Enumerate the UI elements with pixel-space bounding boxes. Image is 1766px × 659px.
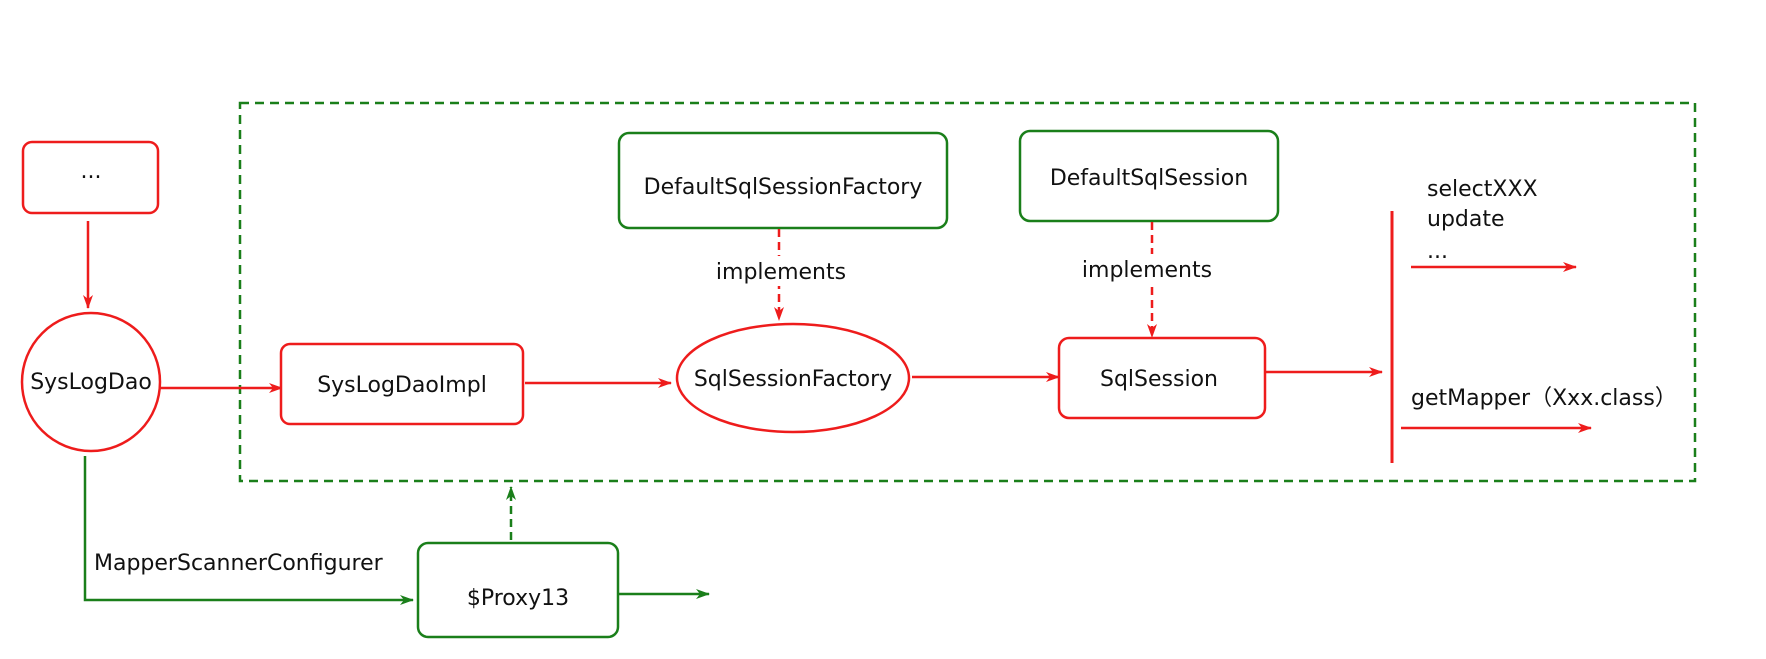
arrow-mapper-scanner xyxy=(83,456,414,605)
syslogdaoimpl-node xyxy=(279,342,525,426)
method-select: selectXXX xyxy=(1427,177,1538,202)
syslogdao-node xyxy=(20,311,162,453)
implements-factory-label: implements xyxy=(716,260,846,285)
syslogdao-label: SysLogDao xyxy=(30,370,152,395)
sqlsessionfactory-node xyxy=(675,322,911,434)
ellipsis-box-label: ... xyxy=(81,159,102,184)
mapper-scanner-label: MapperScannerConfigurer xyxy=(94,551,384,576)
ellipsis-box xyxy=(21,140,160,215)
implements-session-label-bg xyxy=(1075,254,1225,284)
defaultsqlsession-label: DefaultSqlSession xyxy=(1050,166,1248,191)
proxy-scope-container xyxy=(238,101,1697,483)
syslogdaoimpl-label: SysLogDaoImpl xyxy=(317,373,487,398)
defaultsqlsession-node xyxy=(1018,129,1280,223)
sqlsession-node xyxy=(1057,336,1267,420)
method-get-mapper: getMapper（Xxx.class） xyxy=(1411,386,1677,411)
defaultsqlsessionfactory-node xyxy=(617,131,949,230)
proxy13-label: $Proxy13 xyxy=(467,586,569,611)
sqlsession-label: SqlSession xyxy=(1100,367,1218,392)
proxy13-node xyxy=(416,541,620,639)
method-more: ... xyxy=(1427,239,1448,264)
sqlsessionfactory-label: SqlSessionFactory xyxy=(694,367,892,392)
implements-factory-label-bg xyxy=(712,256,848,286)
defaultsqlsessionfactory-label: DefaultSqlSessionFactory xyxy=(644,175,923,200)
method-update: update xyxy=(1427,207,1505,232)
implements-session-label: implements xyxy=(1082,258,1212,283)
